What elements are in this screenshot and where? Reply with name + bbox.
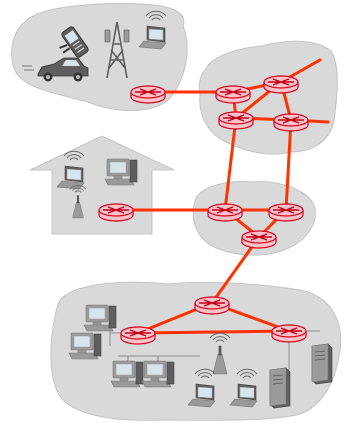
- global-isp-router-top-right: [263, 75, 299, 94]
- desktop-icon: [141, 360, 175, 388]
- global-isp-router-bottom-right: [273, 113, 309, 132]
- regional-router-left: [207, 203, 243, 222]
- desktop-icon: [68, 332, 102, 360]
- regional-router-bottom: [241, 230, 277, 249]
- global-isp-router-bottom-left: [218, 111, 254, 130]
- car-icon: [22, 57, 89, 82]
- link-institutional-router-left-to-institutional-router-right: [136, 329, 291, 335]
- link-global-isp-router-bottom-right-to-regional-router-right: [284, 118, 293, 212]
- institutional-router-left: [120, 326, 156, 345]
- end-systems: [22, 10, 333, 409]
- link-regional-router-bottom-to-institutional-router-top: [210, 235, 261, 305]
- home-network-house: [29, 135, 175, 235]
- regional-router-right: [268, 203, 304, 222]
- mobile-network-cloud: [11, 3, 188, 111]
- global-isp-router-top-left: [215, 85, 251, 104]
- desktop-icon: [83, 304, 117, 332]
- mobile-router: [130, 85, 166, 104]
- institutional-router-right: [271, 324, 307, 343]
- regional-isp-cloud: [192, 181, 316, 256]
- desktop-icon: [104, 158, 138, 186]
- cell-tower-icon: [104, 21, 130, 79]
- server-icon: [311, 343, 333, 385]
- desktop-icon: [110, 360, 144, 388]
- institutional-router-top: [194, 296, 230, 315]
- smartphone-icon: [59, 26, 89, 58]
- link-global-isp-router-bottom-left-to-regional-router-left: [223, 116, 238, 212]
- home-router: [98, 203, 134, 222]
- server-icon: [269, 367, 291, 409]
